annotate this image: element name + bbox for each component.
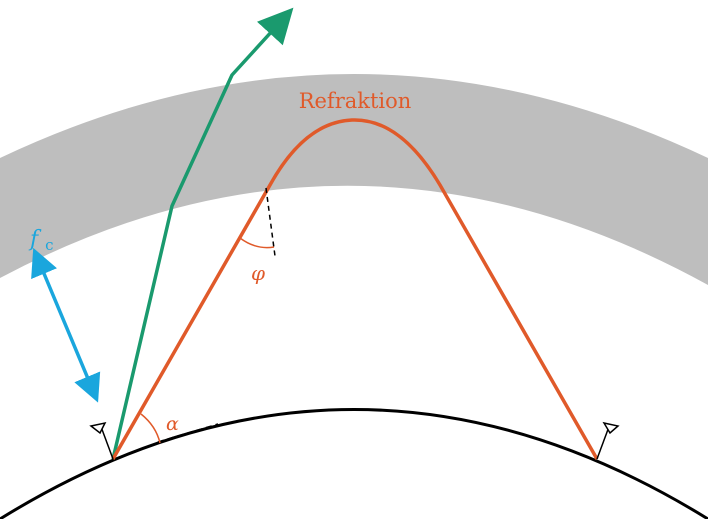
frequency-double-arrow [31,247,101,403]
frequency-symbol: f [28,227,42,252]
earth-surface [0,408,708,519]
elevation-tangent-dashed [157,423,219,443]
elevation-angle-arc [140,413,161,444]
refraction-angle-label: φ [251,261,265,285]
refraction-label: Refraktion [299,89,412,113]
escaping-ray [111,7,294,460]
refraction-normal-dashed [265,187,276,257]
transmitter-antenna-icon [89,421,114,460]
receiver-antenna-icon [596,421,620,460]
elevation-angle-label: α [166,413,179,435]
frequency-label: f c [28,227,54,254]
ionosphere-band [0,74,708,285]
refracted-ray [111,118,599,460]
refraction-angle-arc [239,237,275,249]
frequency-subscript: c [45,236,53,254]
